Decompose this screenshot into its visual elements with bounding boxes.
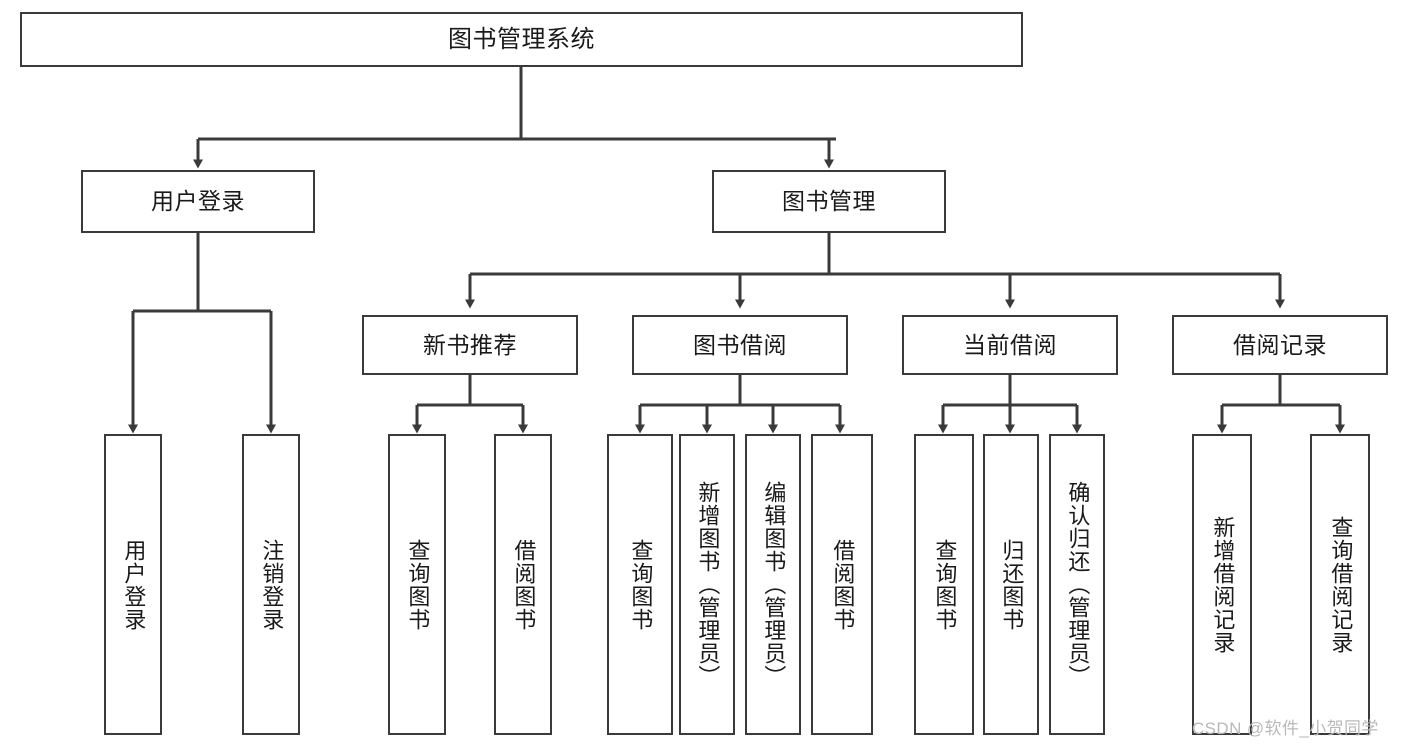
node-borrow-record-label: 借阅记录 <box>1233 331 1327 358</box>
leaf-confirm-return-label: 确认归还（管理员） <box>1065 481 1091 688</box>
leaf-query-book-1-label: 查询图书 <box>405 538 431 631</box>
node-root-label: 图书管理系统 <box>448 25 595 53</box>
leaf-borrow-book-2-label: 借阅图书 <box>830 538 856 631</box>
node-user-login[interactable]: 用户登录 <box>81 170 315 233</box>
node-current-borrow[interactable]: 当前借阅 <box>902 315 1118 375</box>
node-book-manage-label: 图书管理 <box>782 188 876 215</box>
node-current-borrow-label: 当前借阅 <box>963 331 1057 358</box>
leaf-return-book-label: 归还图书 <box>999 538 1025 631</box>
leaf-user-login-label: 用户登录 <box>121 538 147 631</box>
leaf-edit-book[interactable]: 编辑图书（管理员） <box>745 434 801 735</box>
leaf-edit-book-label: 编辑图书（管理员） <box>761 481 787 688</box>
node-book-manage[interactable]: 图书管理 <box>712 170 946 233</box>
node-borrow-record[interactable]: 借阅记录 <box>1172 315 1388 375</box>
leaf-query-book-3-label: 查询图书 <box>932 538 958 631</box>
node-book-borrow-label: 图书借阅 <box>693 331 787 358</box>
leaf-return-book[interactable]: 归还图书 <box>983 434 1039 735</box>
leaf-query-record[interactable]: 查询借阅记录 <box>1310 434 1370 735</box>
leaf-query-book-1[interactable]: 查询图书 <box>388 434 446 735</box>
leaf-add-book[interactable]: 新增图书（管理员） <box>679 434 735 735</box>
node-book-borrow[interactable]: 图书借阅 <box>632 315 848 375</box>
leaf-query-book-2-label: 查询图书 <box>628 538 654 631</box>
node-new-book-rec[interactable]: 新书推荐 <box>362 315 578 375</box>
node-root[interactable]: 图书管理系统 <box>20 12 1023 67</box>
leaf-borrow-book-1-label: 借阅图书 <box>511 538 537 631</box>
node-new-book-rec-label: 新书推荐 <box>423 331 517 358</box>
leaf-borrow-book-2[interactable]: 借阅图书 <box>811 434 873 735</box>
leaf-add-book-label: 新增图书（管理员） <box>695 481 721 688</box>
node-user-login-label: 用户登录 <box>151 188 245 215</box>
leaf-borrow-book-1[interactable]: 借阅图书 <box>494 434 552 735</box>
leaf-add-record-label: 新增借阅记录 <box>1210 515 1236 654</box>
leaf-query-book-2[interactable]: 查询图书 <box>607 434 673 735</box>
leaf-user-login[interactable]: 用户登录 <box>104 434 162 735</box>
leaf-add-record[interactable]: 新增借阅记录 <box>1192 434 1252 735</box>
leaf-query-record-label: 查询借阅记录 <box>1328 515 1354 654</box>
csdn-watermark: CSDN @软件_小贺同学 <box>1192 719 1379 738</box>
leaf-query-book-3[interactable]: 查询图书 <box>914 434 974 735</box>
leaf-logout[interactable]: 注销登录 <box>242 434 300 735</box>
leaf-logout-label: 注销登录 <box>259 538 285 631</box>
leaf-confirm-return[interactable]: 确认归还（管理员） <box>1049 434 1105 735</box>
